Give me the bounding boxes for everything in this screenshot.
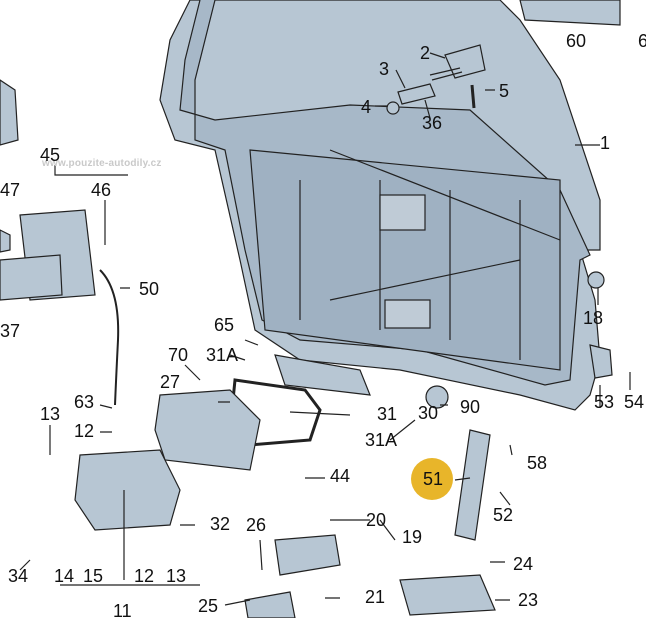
label-65: 65 [214,315,235,335]
label-24: 24 [513,554,534,574]
watermark-text: www.pouzite-autodily.cz [42,158,162,169]
label-37: 37 [0,321,21,341]
label-20: 20 [366,510,387,530]
label-51: 51 [423,469,444,489]
label-13-bottom: 13 [166,566,187,586]
label-32: 32 [210,514,231,534]
label-47: 47 [0,180,21,200]
label-3: 3 [379,59,390,79]
label-50: 50 [139,279,160,299]
label-31a-top: 31A [206,345,239,365]
label-70: 70 [168,345,189,365]
label-30: 30 [418,403,439,423]
part-60 [519,0,621,26]
label-11: 11 [113,601,132,621]
label-25: 25 [198,596,219,616]
label-19: 19 [402,527,423,547]
label-6: 6 [638,31,646,51]
label-45: 45 [40,145,61,165]
label-27: 27 [160,372,181,392]
label-26: 26 [246,515,267,535]
label-90: 90 [460,397,481,417]
highlight-circle [411,458,453,500]
label-12-top: 12 [74,421,95,441]
label-2: 2 [420,43,431,63]
label-12-bottom: 12 [134,566,155,586]
label-23: 23 [518,590,539,610]
label-1: 1 [600,133,611,153]
label-58: 58 [527,453,548,473]
label-36: 36 [422,113,443,133]
label-52: 52 [493,505,514,525]
label-21: 21 [365,587,386,607]
label-46: 46 [91,180,112,200]
label-44: 44 [330,466,351,486]
label-34: 34 [8,566,29,586]
label-5: 5 [499,81,510,101]
label-15: 15 [83,566,104,586]
label-14: 14 [54,566,75,586]
label-53: 53 [594,392,615,412]
label-31: 31 [377,404,398,424]
label-4: 4 [361,97,372,117]
label-54: 54 [624,392,645,412]
label-60: 60 [566,31,587,51]
label-13-top: 13 [40,404,61,424]
label-18: 18 [583,308,604,328]
label-63: 63 [74,392,95,412]
label-31a-bottom: 31A [365,430,398,450]
